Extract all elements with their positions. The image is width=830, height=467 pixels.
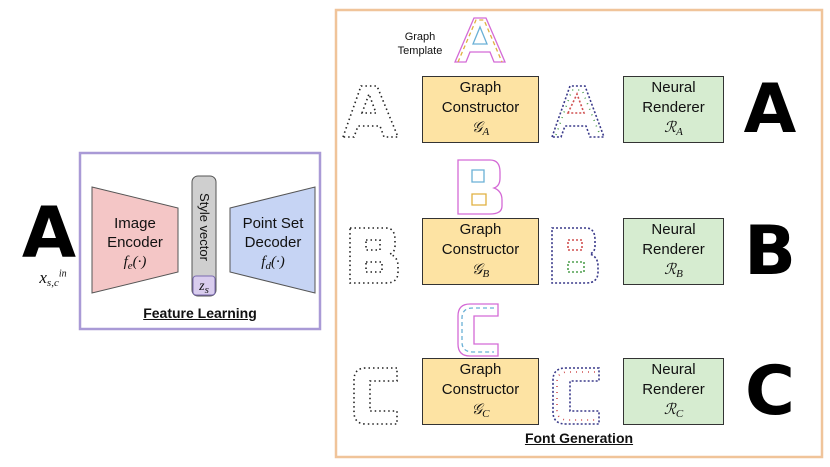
input-points-c [353,367,398,425]
point-decoder-func: fd(·) [228,252,318,276]
decoder-f-arg: (·) [270,254,285,270]
graph-constructor-b: Graph Constructor 𝒢B [422,218,539,285]
style-vector-label: Style vector [197,193,212,261]
style-vector-shape [191,175,217,297]
nr-b-line1: Neural [651,220,696,238]
feature-learning-frame [78,151,322,331]
nr-a-sub: A [676,125,683,138]
input-symbol-sup: in [58,268,67,280]
style-latent-box [192,275,216,296]
gc-a-line2: Constructor [441,98,520,116]
font-generation-frame [334,8,824,459]
gc-a-sym: 𝒢 [471,119,483,136]
graph-constructor-a: Graph Constructor 𝒢A [422,76,539,143]
gc-c-symbol: 𝒢C [471,400,489,424]
gc-b-sym: 𝒢 [471,261,483,278]
point-decoder-line1: Point Set [242,215,304,232]
input-symbol-sub: s,c [46,277,59,289]
input-symbol: xs,cin [18,268,88,289]
nr-a-line2: Renderer [642,98,705,116]
nr-c-symbol: ℛC [664,400,683,424]
graph-template-c [457,303,499,357]
nr-c-sym: ℛ [663,401,676,418]
style-z: z [199,279,205,294]
nr-a-line1: Neural [651,78,696,96]
graph-template-b [457,159,503,215]
nr-a-sym: ℛ [664,119,677,136]
input-glyph-a: A [21,192,77,274]
graph-template-glyph [454,17,506,63]
gc-a-sub: A [482,125,490,138]
nr-c-sub: C [675,407,684,420]
graph-template-label: Graph Template [384,30,456,58]
nr-c-line1: Neural [651,360,696,378]
feature-learning-title: Feature Learning [143,305,257,321]
decoder-f-sub: d [265,260,271,272]
graph-template-line1: Graph [404,31,436,43]
decoder-f: f [261,254,266,270]
output-glyph-b: B [744,212,796,291]
gc-b-symbol: 𝒢B [472,260,489,284]
style-z-sub: s [204,284,209,296]
graph-template-line2: Template [397,45,443,57]
gc-b-line1: Graph [459,220,502,238]
output-glyph-c: C [745,352,795,431]
point-decoder-shape [229,186,316,294]
font-generation-title: Font Generation [524,430,634,446]
image-encoder-line2: Encoder [107,234,163,251]
output-glyph-a: A [743,70,797,149]
input-points-a [341,85,400,138]
neural-renderer-c: Neural Renderer ℛC [623,358,724,425]
graph-points-a [550,85,606,138]
gc-c-sub: C [482,407,490,420]
style-vector-symbol: zs [193,277,215,298]
nr-a-symbol: ℛA [664,118,683,142]
gc-c-sym: 𝒢 [471,401,483,418]
graph-constructor-c: Graph Constructor 𝒢C [422,358,539,425]
gc-b-line2: Constructor [441,240,520,258]
encoder-f-arg: (·) [132,254,147,270]
graph-points-c [552,367,600,425]
encoder-f-sub: e [127,260,133,272]
gc-c-line2: Constructor [441,380,520,398]
nr-b-sub: B [676,267,683,280]
image-encoder-line1: Image [114,215,156,232]
nr-b-symbol: ℛB [664,260,683,284]
point-decoder-line2: Decoder [244,234,302,251]
input-points-b [349,227,399,284]
image-encoder-shape [91,186,179,294]
point-decoder-label: Point Set Decoder fd(·) [228,214,318,276]
neural-renderer-b: Neural Renderer ℛB [623,218,724,285]
nr-b-sym: ℛ [664,261,677,278]
input-symbol-x: x [39,268,47,287]
neural-renderer-a: Neural Renderer ℛA [623,76,724,143]
nr-c-line2: Renderer [642,380,705,398]
gc-a-line1: Graph [459,78,502,96]
gc-b-sub: B [482,267,490,280]
image-encoder-func: fe(·) [92,252,178,276]
gc-a-symbol: 𝒢A [472,118,489,142]
graph-points-b [551,227,599,284]
image-encoder-label: Image Encoder fe(·) [92,214,178,276]
encoder-f: f [123,254,128,270]
nr-b-line2: Renderer [642,240,705,258]
gc-c-line1: Graph [459,360,502,378]
